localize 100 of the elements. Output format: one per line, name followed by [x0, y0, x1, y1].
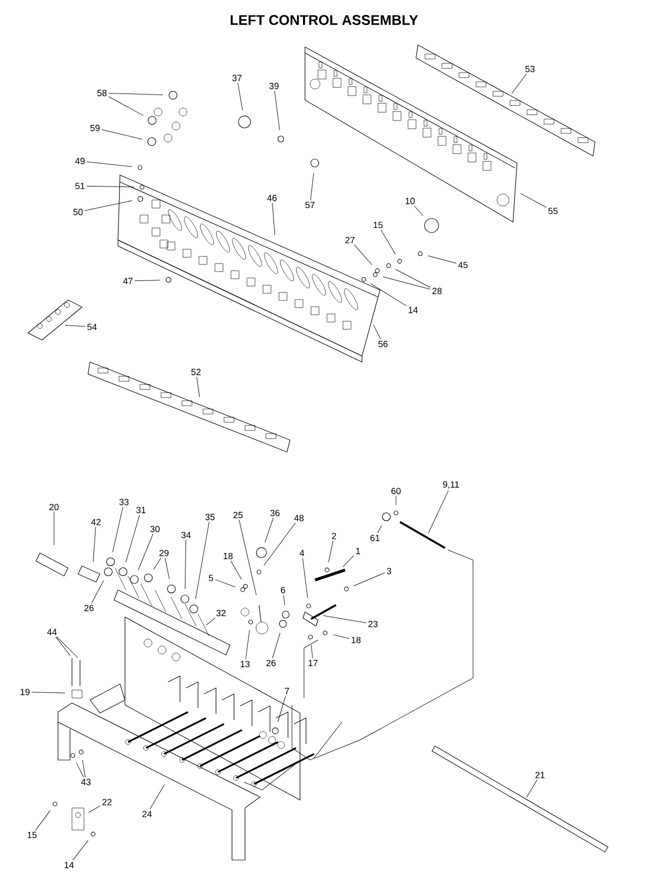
- leader-line: [283, 594, 285, 606]
- callout-number: 7: [284, 688, 290, 694]
- callout-number: 22: [102, 798, 112, 806]
- leader-line: [395, 269, 431, 288]
- callout-number: 42: [91, 518, 101, 526]
- callout-number: 52: [191, 368, 201, 376]
- leader-line: [377, 525, 382, 534]
- callout-number: 32: [216, 610, 226, 616]
- callout-number: 36: [270, 510, 280, 516]
- leader-line: [138, 534, 154, 570]
- leader-line: [164, 558, 170, 580]
- leader-line: [206, 618, 216, 626]
- leader-line: [31, 692, 66, 694]
- callout-number: 23: [368, 620, 378, 628]
- leader-line: [126, 514, 140, 562]
- callout-number: 20: [49, 504, 59, 510]
- callout-number: 46: [267, 194, 277, 202]
- callout-number: 55: [548, 208, 558, 214]
- callout-number: 26: [84, 604, 94, 612]
- leader-line: [322, 615, 367, 624]
- callout-number: 45: [458, 262, 468, 268]
- leader-line: [278, 696, 286, 722]
- leader-line: [55, 636, 70, 656]
- leader-line: [272, 202, 276, 236]
- callout-number: 61: [370, 534, 380, 542]
- leader-line: [428, 256, 457, 264]
- callout-number: 18: [224, 552, 233, 560]
- leader-line: [382, 276, 431, 290]
- callout-number: 58: [97, 90, 107, 96]
- leader-line: [370, 283, 407, 306]
- callout-number: 30: [150, 526, 160, 532]
- leader-line: [91, 580, 104, 604]
- leader-line: [520, 193, 547, 208]
- leader-line: [328, 540, 334, 562]
- callout-number: 51: [75, 182, 85, 190]
- leader-line: [274, 90, 280, 130]
- callout-number: 39: [269, 82, 279, 90]
- callout-number: 27: [345, 236, 355, 244]
- callout-number: 15: [374, 222, 383, 228]
- leader-line: [342, 555, 354, 568]
- leader-line: [380, 230, 396, 255]
- leader-line: [230, 560, 242, 580]
- callout-number: 2: [332, 532, 336, 540]
- callout-number: 44: [47, 628, 57, 636]
- leader-line: [264, 518, 274, 542]
- callout-number: 33: [119, 498, 129, 506]
- callout-number: 56: [378, 340, 388, 348]
- callout-number: 37: [232, 74, 242, 82]
- callout-number: 28: [432, 288, 442, 294]
- callout-number: 14: [64, 862, 74, 868]
- callout-number: 3: [386, 568, 392, 574]
- leader-line: [272, 632, 280, 658]
- callout-number: 35: [205, 514, 215, 520]
- callout-number: 1: [356, 548, 360, 554]
- callout-number: 49: [75, 158, 85, 164]
- leader-line: [86, 186, 134, 188]
- callout-number: 19: [20, 688, 30, 696]
- leader-line: [84, 200, 132, 211]
- leader-line: [92, 526, 96, 562]
- callout-number: 25: [233, 512, 243, 518]
- callout-number: 26: [266, 660, 276, 666]
- callout-number: 5: [208, 574, 214, 582]
- callout-number: 50: [73, 208, 83, 216]
- leader-line: [373, 324, 381, 340]
- leader-line: [184, 540, 186, 590]
- callout-number: 18: [352, 636, 361, 644]
- callout-number: 34: [181, 532, 191, 538]
- leader-line: [64, 324, 86, 327]
- leader-line: [245, 630, 250, 660]
- leader-line: [195, 522, 210, 600]
- leader-line: [153, 558, 162, 570]
- diagram-title: LEFT CONTROL ASSEMBLY: [230, 15, 418, 25]
- callout-number: 53: [525, 66, 535, 72]
- leader-line: [101, 129, 142, 140]
- leader-line: [332, 634, 350, 639]
- callout-number: 48: [294, 514, 304, 522]
- leader-line: [264, 522, 296, 566]
- leader-line: [108, 96, 144, 116]
- leader-line: [512, 74, 527, 94]
- leader-line: [76, 762, 84, 778]
- leader-line: [310, 172, 314, 200]
- callout-number: 57: [305, 202, 315, 208]
- leader-line: [526, 780, 538, 798]
- leader-line: [56, 636, 78, 658]
- callout-number: 24: [142, 810, 152, 818]
- callout-number: 15: [28, 832, 37, 838]
- callout-number: 29: [159, 550, 169, 556]
- callout-number: 4: [300, 550, 304, 556]
- callout-number: 13: [240, 660, 250, 668]
- leader-line: [72, 840, 88, 860]
- leader-line: [302, 558, 308, 598]
- leader-line: [86, 161, 132, 167]
- leader-line: [354, 244, 372, 265]
- leader-line: [428, 490, 449, 534]
- leader-line: [88, 806, 101, 813]
- leader-line: [238, 82, 243, 110]
- leader-line: [311, 644, 313, 658]
- callout-number: 31: [136, 506, 146, 514]
- leader-line: [150, 784, 165, 810]
- leader-line: [112, 506, 124, 552]
